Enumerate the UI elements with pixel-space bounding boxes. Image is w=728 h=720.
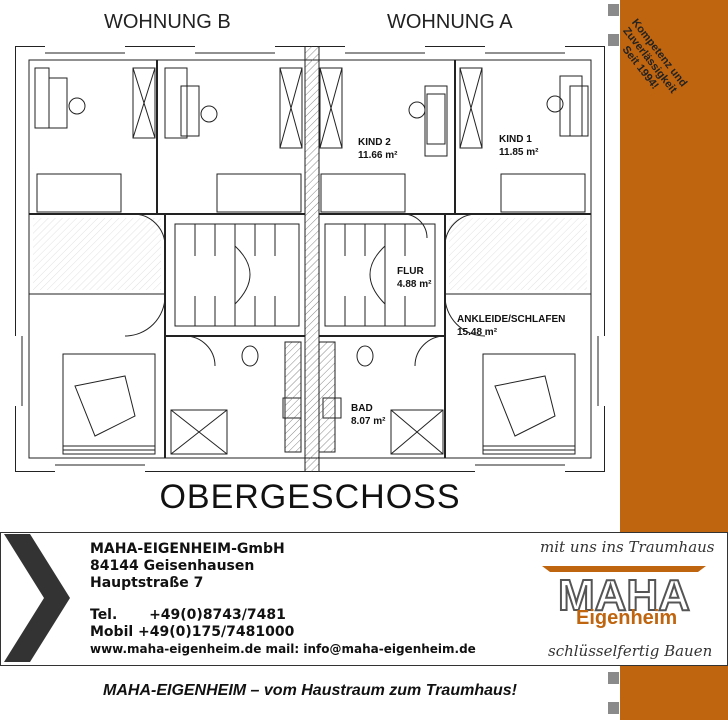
company-contact: Tel. +49(0)8743/7481 Mobil +49(0)175/748… (90, 607, 476, 658)
room-ankleide-area: 15.48 m² (457, 327, 498, 338)
room-bad-name: BAD (351, 403, 373, 414)
room-flur: FLUR 4.88 m² (397, 265, 431, 291)
footer-panel (0, 532, 728, 666)
room-kind1-name: KIND 1 (499, 134, 532, 145)
room-ankleide-name: ANKLEIDE/SCHLAFEN (457, 314, 566, 325)
room-kind2-name: KIND 2 (358, 137, 391, 148)
room-kind2-area: 11.66 m² (358, 150, 398, 161)
room-kind2: KIND 2 11.66 m² (358, 136, 397, 162)
tel-number[interactable]: +49(0)8743/7481 (149, 607, 286, 623)
room-bad-area: 8.07 m² (351, 416, 386, 427)
floor-plan-drawing (15, 46, 605, 472)
logo-subtitle: Eigenheim (576, 607, 678, 629)
company-address: MAHA-EIGENHEIM-GmbH 84144 Geisenhausen H… (90, 541, 285, 592)
grey-marker (608, 34, 619, 46)
room-flur-area: 4.88 m² (397, 279, 432, 290)
grey-marker (608, 4, 619, 16)
room-bad: BAD 8.07 m² (351, 402, 385, 428)
brand-claim: schlüsselfertig Bauen (548, 642, 713, 660)
web-mail-line[interactable]: www.maha-eigenheim.de mail: info@maha-ei… (90, 642, 476, 656)
brand-tagline: mit uns ins Traumhaus (540, 538, 715, 556)
room-kind1: KIND 1 11.85 m² (499, 133, 538, 159)
maha-logo: MAHA (542, 566, 706, 616)
mobil-number[interactable]: +49(0)175/7481000 (138, 624, 295, 640)
room-ankleide: ANKLEIDE/SCHLAFEN 15.48 m² (457, 313, 565, 339)
chevron-logo-icon (4, 534, 70, 662)
grey-marker (608, 702, 619, 714)
unit-a-title: WOHNUNG A (387, 11, 513, 33)
logo-text: MAHA (558, 571, 690, 616)
tel-label: Tel. (90, 607, 118, 623)
slogan: MAHA-EIGENHEIM – vom Haustraum zum Traum… (103, 682, 517, 699)
company-city: 84144 Geisenhausen (90, 558, 255, 574)
company-street: Hauptstraße 7 (90, 575, 204, 591)
grey-marker (608, 672, 619, 684)
room-flur-name: FLUR (397, 266, 424, 277)
room-kind1-area: 11.85 m² (499, 147, 539, 158)
mobil-label: Mobil (90, 624, 134, 640)
floor-title: OBERGESCHOSS (159, 478, 461, 516)
company-name: MAHA-EIGENHEIM-GmbH (90, 541, 285, 557)
unit-b-title: WOHNUNG B (104, 11, 231, 33)
